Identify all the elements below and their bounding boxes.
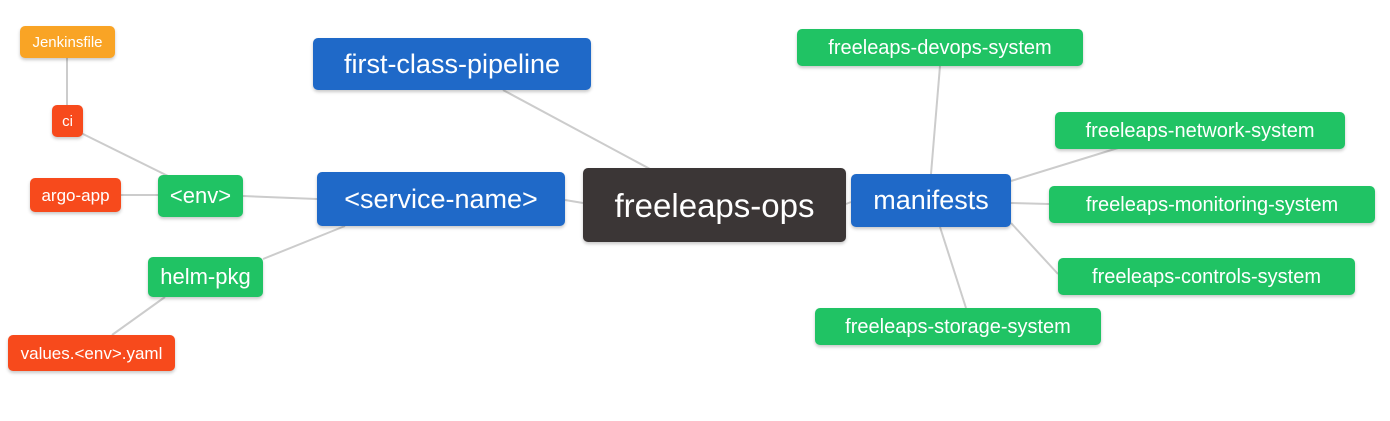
edge-freeleaps-ops-manifests — [845, 201, 852, 205]
edge-pipeline-freeleaps-ops — [502, 89, 651, 170]
node-freeleaps-controls-system[interactable]: freeleaps-controls-system — [1058, 258, 1355, 295]
node-service-name[interactable]: <service-name> — [317, 172, 565, 226]
node-freeleaps-ops[interactable]: freeleaps-ops — [583, 168, 846, 242]
node-freeleaps-monitoring-system[interactable]: freeleaps-monitoring-system — [1049, 186, 1375, 223]
edge-service-name-freeleaps-ops — [564, 199, 584, 204]
edge-manifests-monitoring-system — [1010, 202, 1050, 205]
edge-manifests-network-system — [1010, 147, 1119, 182]
node-jenkinsfile[interactable]: Jenkinsfile — [20, 26, 115, 58]
edge-ci-env — [80, 132, 171, 178]
edge-helm-pkg-service-name — [262, 225, 346, 260]
edge-values-helm-pkg — [111, 296, 166, 336]
node-ci[interactable]: ci — [52, 105, 83, 137]
node-freeleaps-network-system[interactable]: freeleaps-network-system — [1055, 112, 1345, 149]
node-helm-pkg[interactable]: helm-pkg — [148, 257, 263, 297]
node-freeleaps-storage-system[interactable]: freeleaps-storage-system — [815, 308, 1101, 345]
node-argo-app[interactable]: argo-app — [30, 178, 121, 212]
edge-manifests-devops-system — [930, 65, 941, 175]
node-values-env-yaml[interactable]: values.<env>.yaml — [8, 335, 175, 371]
node-env[interactable]: <env> — [158, 175, 243, 217]
edge-manifests-controls-system — [1010, 222, 1059, 275]
edge-manifests-storage-system — [939, 226, 967, 309]
node-freeleaps-devops-system[interactable]: freeleaps-devops-system — [797, 29, 1083, 66]
edge-env-service-name — [242, 195, 318, 200]
node-manifests[interactable]: manifests — [851, 174, 1011, 227]
node-first-class-pipeline[interactable]: first-class-pipeline — [313, 38, 591, 90]
